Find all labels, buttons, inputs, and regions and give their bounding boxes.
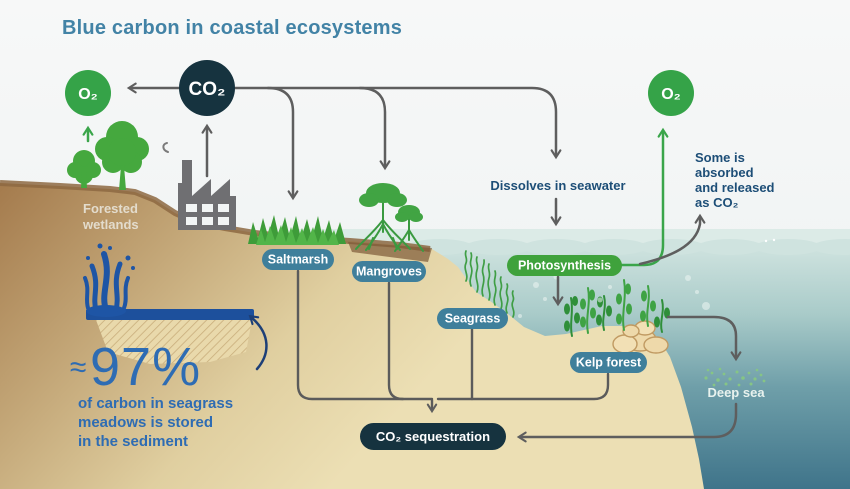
forested-wetlands-label: Forested wetlands <box>82 201 139 232</box>
co2-sequestration-label: CO₂ sequestration <box>376 429 490 444</box>
co2-sequestration-pill <box>360 423 506 450</box>
arrow-deepsea-to-sequestration <box>516 402 738 443</box>
photosynthesis-pill-label: Photosynthesis <box>518 259 611 273</box>
arrow-kelp-to-deepsea <box>666 315 742 362</box>
dissolves-label: Dissolves in seawater <box>490 178 625 193</box>
arrow-co2-to-mangroves <box>358 86 391 171</box>
seagrass-pill <box>437 308 508 329</box>
saltmarsh-pill <box>262 249 334 270</box>
saltmarsh-grass-icon <box>248 215 346 245</box>
arrow-released-co2 <box>638 213 706 266</box>
absorbed-line4: as CO₂ <box>695 195 739 210</box>
kelp-forest-pill-label: Kelp forest <box>576 356 642 370</box>
sediment-hatch-area <box>96 320 252 364</box>
arrow-co2-to-saltmarsh <box>266 86 299 201</box>
stat-approx-sign: ≈ <box>70 351 86 384</box>
wave-crests <box>407 238 850 255</box>
forested-wetlands-line2: wetlands <box>82 217 139 232</box>
seagrass-pill-label: Seagrass <box>445 312 501 326</box>
saltmarsh-pill-label: Saltmarsh <box>268 253 328 267</box>
sediment-bar <box>86 309 254 320</box>
stat-caption-line3: in the sediment <box>78 433 188 450</box>
absorbed-released-label: Some is absorbed and released as CO₂ <box>695 150 775 210</box>
blue-seagrass-icon <box>83 243 135 317</box>
co2-node-label: CO₂ <box>189 79 226 100</box>
ecosystem-pills: Saltmarsh Mangroves Seagrass Kelp forest… <box>262 249 647 450</box>
line-kelp-down <box>436 372 610 401</box>
sediment-arrow <box>248 314 268 371</box>
marine-snow-dots <box>704 367 766 387</box>
land-mass <box>0 183 704 489</box>
kelp-icon <box>564 279 670 337</box>
mangrove-icon <box>355 183 424 252</box>
mangroves-pill <box>352 261 426 282</box>
line-saltmarsh-down <box>296 269 434 401</box>
seagrass-icon <box>464 250 515 318</box>
molecule-nodes: CO₂ O₂ O₂ <box>65 60 694 116</box>
rocks-icon <box>612 320 669 354</box>
factory-icon <box>162 142 236 230</box>
stat-caption-line2: meadows is stored <box>78 414 213 431</box>
photosynthesis-pill <box>507 255 622 276</box>
absorbed-line2: absorbed <box>695 165 754 180</box>
line-mangroves-down <box>387 281 405 401</box>
page-title: Blue carbon in coastal ecosystems <box>62 17 402 39</box>
o2-node-left-label: O₂ <box>78 86 98 103</box>
absorbed-line3: and released <box>695 180 775 195</box>
o2-node-left <box>65 70 111 116</box>
kelp-forest-pill <box>570 352 647 373</box>
flow-arrows <box>82 82 742 443</box>
sediment-stat-graphic: ≈ 97% of carbon in seagrass meadows is s… <box>70 243 268 450</box>
mangroves-pill-label: Mangroves <box>356 265 422 279</box>
line-co2-main <box>233 86 562 160</box>
stat-value: 97% <box>90 337 201 397</box>
stat-caption-line1: of carbon in seagrass <box>78 395 233 412</box>
co2-node <box>179 60 235 116</box>
deep-sea-label: Deep sea <box>707 385 765 400</box>
o2-node-right-label: O₂ <box>661 86 681 103</box>
forested-wetlands-line1: Forested <box>83 201 138 216</box>
trees-icon <box>67 121 149 190</box>
o2-node-right <box>648 70 694 116</box>
absorbed-line1: Some is <box>695 150 745 165</box>
